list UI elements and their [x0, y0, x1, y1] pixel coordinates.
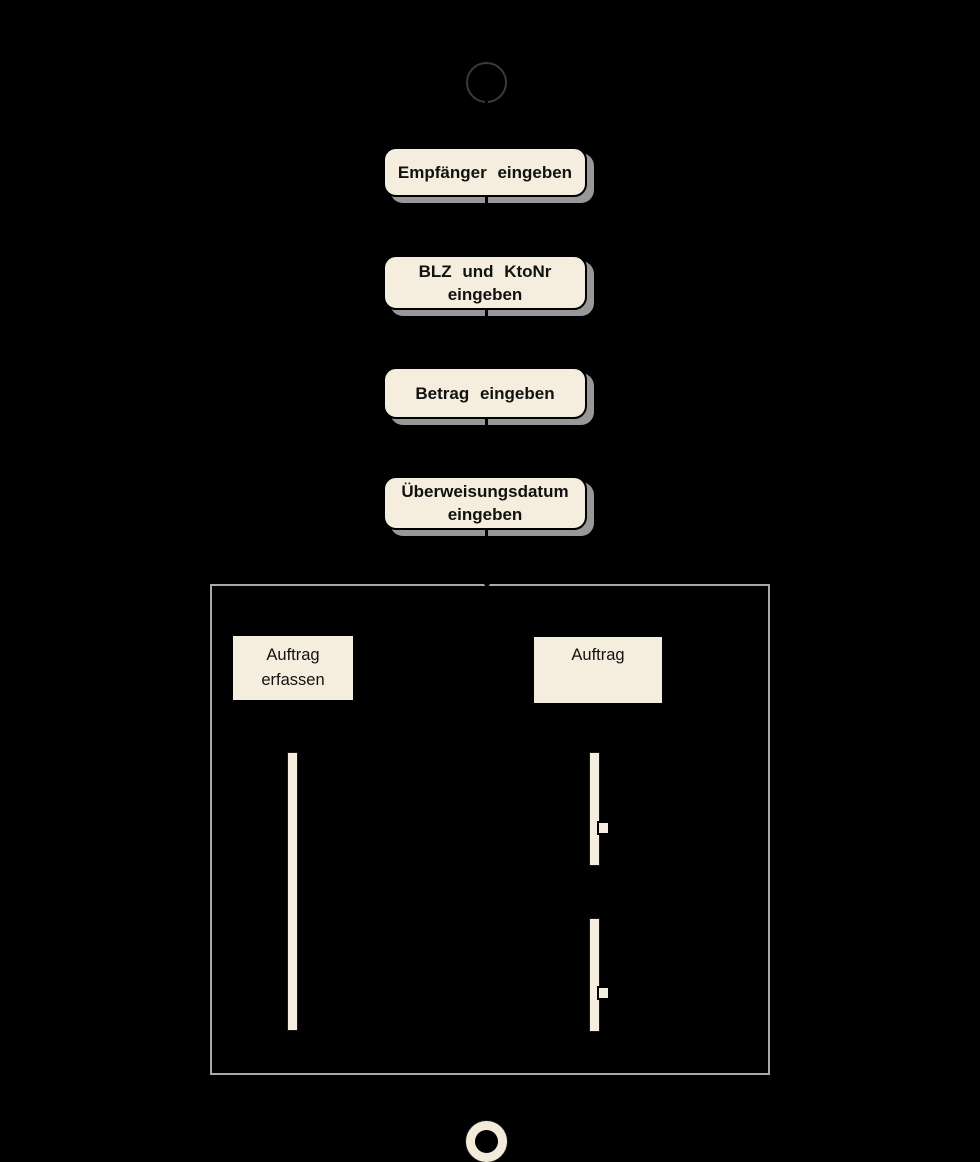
- activity-label: Betrag eingeben: [415, 383, 555, 403]
- control-flow-connector: [485, 1075, 488, 1120]
- activity-label: Überweisungsdatum: [401, 482, 569, 501]
- participant-auftrag-erfassen: Auftrag erfassen: [232, 635, 354, 701]
- activity-label: eingeben: [447, 284, 523, 304]
- control-flow-connector: [485, 197, 488, 255]
- activity-label: Empfänger eingeben: [397, 162, 573, 182]
- activity-blz-ktonr-eingeben: BLZ und KtoNr eingeben: [383, 255, 587, 310]
- sequence-frame: Auftrag erfassen Auftrag: [210, 584, 770, 1075]
- activity-betrag-eingeben: Betrag eingeben: [383, 367, 587, 419]
- final-node: [465, 1120, 508, 1162]
- activation-bar-right-lower: [589, 918, 600, 1032]
- nested-activation-marker-upper: [597, 821, 610, 835]
- activity-empfaenger-eingeben: Empfänger eingeben: [383, 147, 587, 197]
- flow-arrowhead-icon: [481, 579, 493, 589]
- participant-label: Auftrag: [571, 646, 625, 664]
- nested-activation-marker-lower: [597, 986, 610, 1000]
- activity-ueberweisungsdatum-eingeben: Überweisungsdatum eingeben: [383, 476, 587, 530]
- participant-label: Auftrag: [266, 646, 320, 664]
- control-flow-connector: [485, 530, 488, 580]
- participant-label: erfassen: [261, 671, 325, 689]
- activity-label: eingeben: [447, 505, 523, 524]
- initial-node: [466, 62, 507, 103]
- final-node-core: [475, 1130, 498, 1153]
- control-flow-connector: [485, 419, 488, 476]
- activity-label: BLZ und KtoNr: [418, 261, 552, 281]
- participant-auftrag: Auftrag: [533, 636, 663, 704]
- control-flow-connector: [485, 101, 488, 147]
- activation-bar-left: [287, 752, 298, 1031]
- activation-bar-right-upper: [589, 752, 600, 866]
- control-flow-connector: [485, 310, 488, 367]
